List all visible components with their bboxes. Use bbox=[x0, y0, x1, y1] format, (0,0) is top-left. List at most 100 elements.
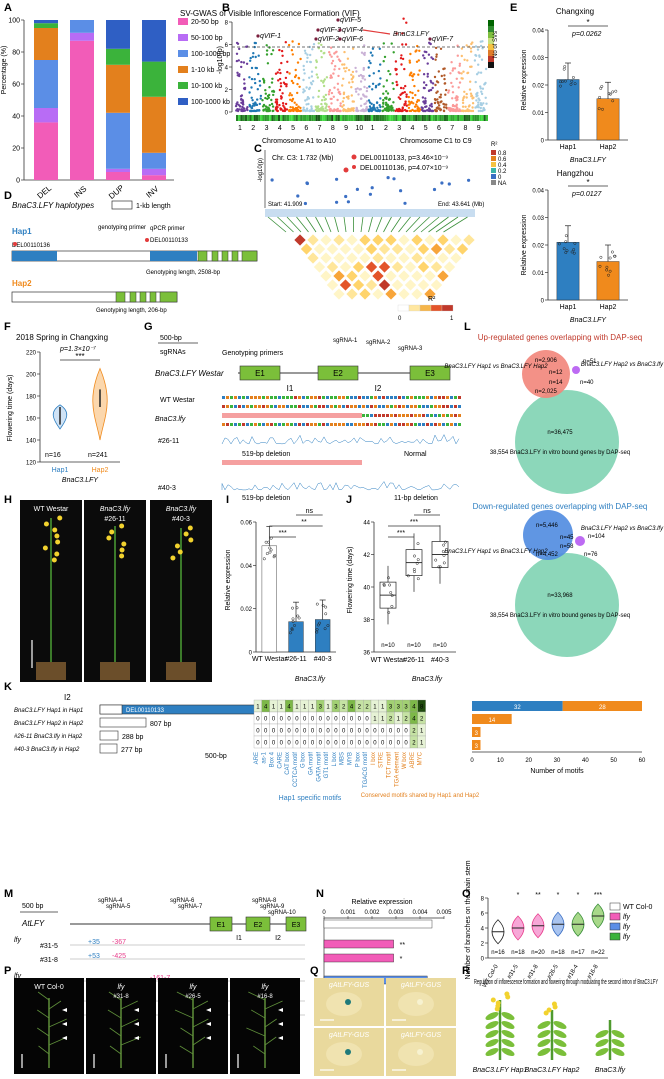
panel-a-bar-del-2 bbox=[34, 60, 58, 108]
panel-b-dot bbox=[405, 104, 408, 107]
panel-b-chrom-density bbox=[359, 115, 362, 121]
panel-k-motif: L box bbox=[332, 752, 338, 766]
panel-j-point bbox=[434, 558, 438, 562]
panel-g-seq bbox=[366, 414, 369, 417]
panel-g-seq bbox=[378, 405, 381, 408]
panel-g-seq bbox=[454, 405, 457, 408]
panel-b-dot bbox=[242, 103, 245, 106]
panel-b-dot bbox=[336, 88, 340, 91]
panel-r-leaf bbox=[485, 1011, 499, 1021]
panel-g-chromatogram bbox=[221, 434, 460, 445]
panel-k-grid-value: 1 bbox=[420, 729, 424, 735]
panel-c-locus-dots bbox=[264, 150, 471, 208]
panel-k-grid-value: 0 bbox=[365, 717, 369, 723]
panel-b-dot bbox=[369, 61, 372, 65]
panel-g-seq bbox=[422, 396, 425, 399]
panel-b-dot bbox=[299, 106, 302, 110]
panel-g-seq bbox=[334, 423, 337, 426]
panel-h-plant-flower bbox=[177, 549, 183, 555]
panel-c-ld-cell bbox=[398, 288, 410, 300]
panel-b-dot bbox=[385, 96, 388, 99]
panel-b-dot bbox=[469, 80, 472, 83]
panel-b-dot bbox=[331, 59, 335, 63]
panel-b-density-swatch bbox=[488, 32, 494, 38]
panel-b-dot bbox=[378, 47, 381, 50]
panel-j-point bbox=[443, 540, 447, 544]
panel-p-arrowhead bbox=[206, 1036, 211, 1040]
panel-b-dot bbox=[392, 87, 395, 91]
panel-p-arrowhead bbox=[206, 1022, 211, 1026]
panel-a-bar-inv-4 bbox=[142, 61, 166, 97]
panel-b-dot bbox=[382, 101, 385, 104]
panel-k-grid-value: 0 bbox=[287, 717, 291, 723]
panel-a-bar-del-0 bbox=[34, 122, 58, 180]
panel-b-dot bbox=[355, 90, 358, 93]
panel-g-seq bbox=[446, 405, 449, 408]
panel-r-leaf bbox=[501, 1020, 515, 1030]
panel-b-dot bbox=[343, 50, 346, 54]
panel-c-ld-cell bbox=[339, 243, 352, 255]
panel-b-dot bbox=[427, 53, 431, 56]
panel-h-plant-flower bbox=[43, 521, 49, 527]
panel-c-ld-cell bbox=[443, 261, 456, 273]
panel-b-ytick-label: 4 bbox=[225, 66, 229, 72]
panel-b-dot bbox=[307, 97, 311, 100]
panel-j-point bbox=[416, 558, 420, 562]
panel-b-dot bbox=[473, 59, 477, 62]
panel-b-dot bbox=[460, 47, 464, 50]
panel-g-seq bbox=[458, 423, 461, 426]
panel-b-dot bbox=[404, 43, 408, 46]
panel-b-dot bbox=[330, 62, 334, 65]
panel-c-ld-cell bbox=[339, 279, 352, 291]
panel-c-ld-cell bbox=[326, 261, 339, 273]
panel-b-dot bbox=[350, 94, 353, 97]
panel-g-seq bbox=[366, 396, 369, 399]
panel-b-dot bbox=[330, 76, 333, 79]
panel-c-ld-cell bbox=[372, 234, 384, 246]
panel-b-dot bbox=[302, 68, 306, 72]
panel-l-up-e: n=51 bbox=[583, 359, 597, 365]
panel-b-dot bbox=[382, 85, 385, 88]
panel-g-seq bbox=[454, 414, 457, 417]
panel-b-dot bbox=[333, 52, 336, 55]
panel-b-dot bbox=[405, 93, 408, 96]
panel-b-dot bbox=[336, 98, 339, 102]
panel-i-ytick-label: 0 bbox=[249, 651, 253, 657]
panel-b-chrom-density bbox=[317, 115, 320, 121]
panel-r-leaf bbox=[611, 1029, 625, 1039]
panel-e-chart1-point bbox=[573, 82, 577, 86]
panel-o-n: n=18 bbox=[551, 950, 565, 956]
panel-a-legend-swatch bbox=[178, 34, 188, 41]
panel-g-seq bbox=[422, 423, 425, 426]
panel-g-seq bbox=[458, 414, 461, 417]
panel-o-xlabel: #31-8 bbox=[527, 963, 540, 980]
panel-g-seq bbox=[438, 414, 441, 417]
panel-b-dot bbox=[375, 101, 379, 105]
panel-c-dot bbox=[386, 176, 390, 180]
panel-k-scale: 500-bp bbox=[205, 753, 227, 760]
panel-b-dot bbox=[264, 108, 267, 111]
panel-b-dot bbox=[251, 99, 254, 102]
panel-d-hap1-blue2 bbox=[150, 251, 197, 261]
panel-b-dot bbox=[268, 86, 271, 89]
panel-k-grid-value: 0 bbox=[280, 741, 284, 747]
panel-e-chart1-point bbox=[563, 79, 567, 83]
panel-b-dot bbox=[466, 71, 469, 75]
panel-k-bar-hap1a bbox=[472, 701, 563, 711]
panel-i-point bbox=[291, 606, 294, 610]
panel-q-seedling bbox=[326, 992, 362, 1016]
panel-e-chart2-point bbox=[608, 269, 612, 273]
panel-b-chrom-density bbox=[253, 115, 256, 121]
panel-c-snp2: DEL00110136, p=4.07×10⁻⁹ bbox=[360, 165, 448, 172]
panel-p-line: #31-8 bbox=[113, 994, 129, 1000]
panel-g-d1: 519-bp deletion bbox=[242, 451, 290, 458]
panel-c-ld-cell bbox=[378, 243, 391, 255]
panel-k-motif: GATA motif bbox=[316, 752, 322, 782]
panel-b-dot bbox=[447, 91, 450, 94]
panel-b-chrom-density bbox=[280, 115, 283, 121]
panel-b-chrom-density bbox=[419, 115, 422, 121]
panel-g-seq bbox=[234, 423, 237, 426]
panel-g-seq bbox=[226, 405, 229, 408]
panel-g-seq bbox=[310, 405, 313, 408]
